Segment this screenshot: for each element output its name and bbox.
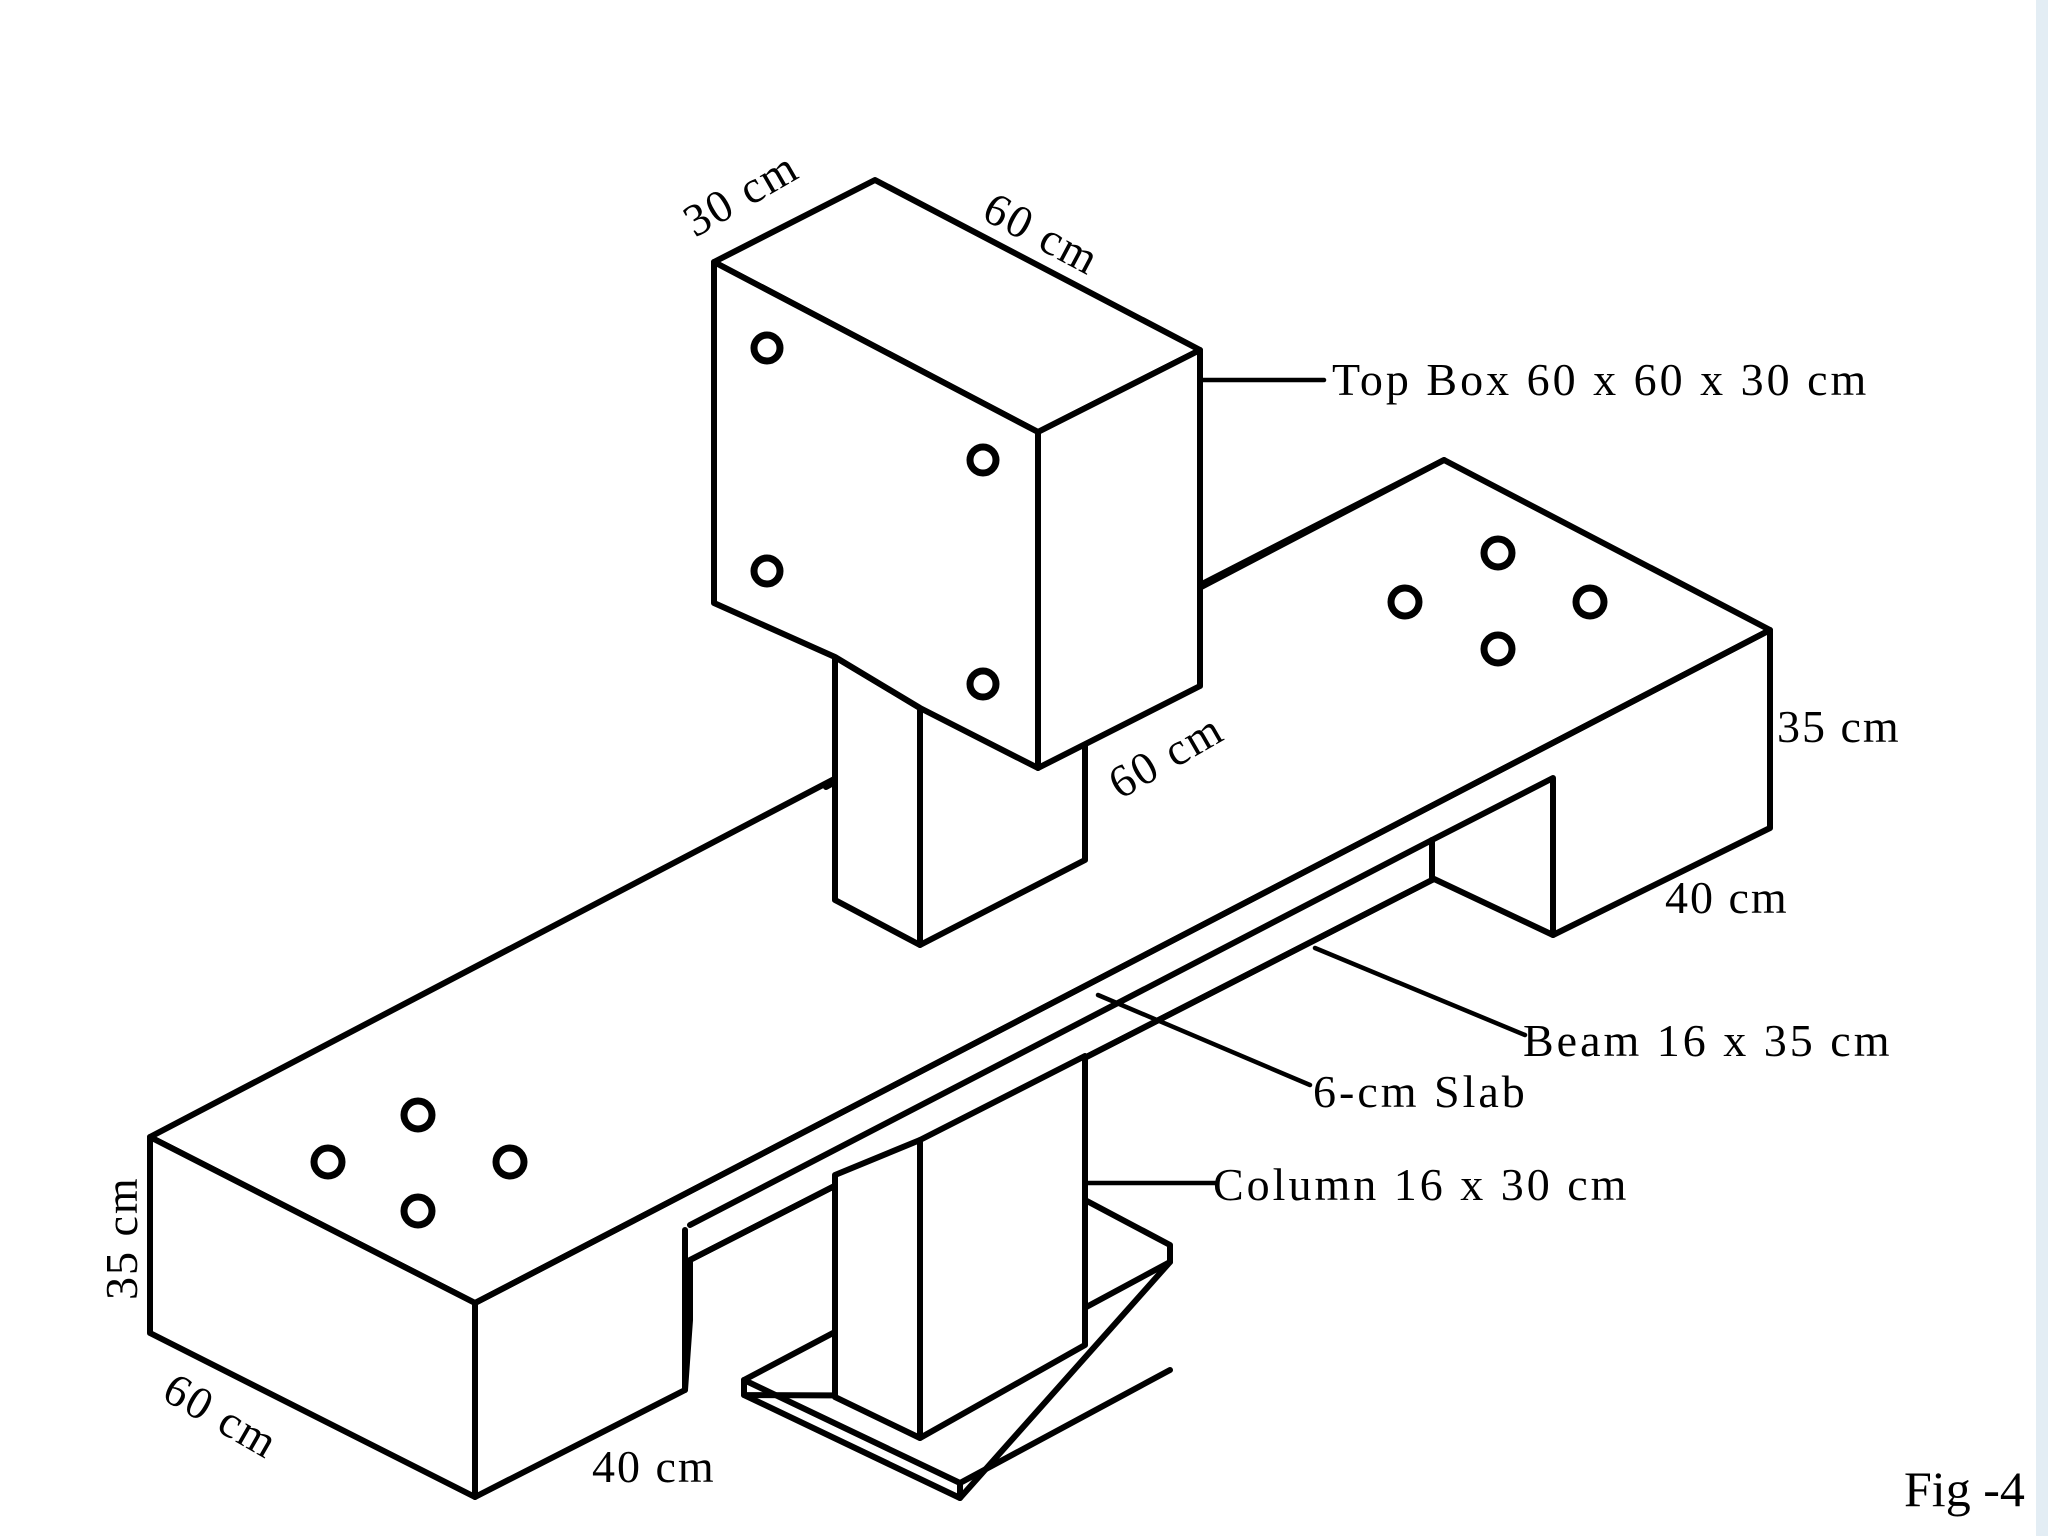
top-box-hole	[750, 331, 784, 365]
right-block-hole	[1480, 631, 1516, 667]
column-shaft-front	[917, 1053, 1088, 1441]
top-box-hole	[966, 443, 1000, 477]
slab-callout: 6-cm Slab	[1313, 1066, 1528, 1117]
column	[741, 1053, 1173, 1501]
leader-lines	[1082, 377, 1528, 1186]
figure-label: Fig -4	[1904, 1461, 2025, 1517]
left-block-hole	[310, 1144, 346, 1180]
top-box-right-face	[1035, 347, 1203, 771]
right-edge-bar	[2036, 0, 2048, 1536]
right-block-hole	[1387, 584, 1423, 620]
top-box-hole	[750, 554, 784, 588]
dim-right-block-height: 35 cm	[1777, 701, 1901, 752]
column-callout: Column 16 x 30 cm	[1213, 1159, 1629, 1210]
beam-leader	[1312, 945, 1528, 1038]
left-block-hole	[492, 1144, 528, 1180]
holes	[310, 331, 1608, 1229]
beam-callout: Beam 16 x 35 cm	[1523, 1015, 1893, 1066]
top-box-callout: Top Box 60 x 60 x 30 cm	[1332, 354, 1869, 405]
left-block-hole	[400, 1193, 436, 1229]
right-block-hole	[1480, 535, 1516, 571]
top-box-assembly	[711, 177, 1447, 948]
column-shaft-left	[832, 1137, 923, 1441]
dim-left-block-height: 35 cm	[96, 1176, 147, 1300]
dim-right-block-width: 40 cm	[1665, 872, 1789, 923]
right-block-hole	[1572, 584, 1608, 620]
slab-leader	[1095, 992, 1313, 1088]
top-box-hole	[966, 667, 1000, 701]
left-block-hole	[400, 1097, 436, 1133]
dim-left-block-width: 40 cm	[592, 1441, 716, 1492]
